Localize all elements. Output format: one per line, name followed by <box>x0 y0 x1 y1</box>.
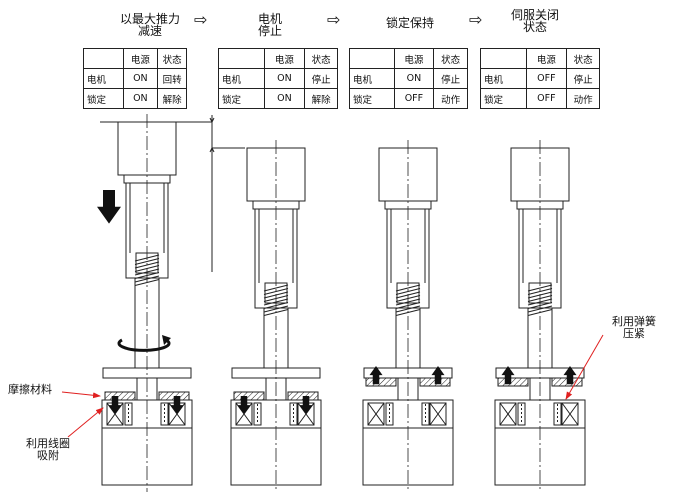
row-label-lock: 锁定 <box>83 88 124 109</box>
thread-line <box>134 279 160 286</box>
coil-x <box>561 402 579 426</box>
lock-state: 动作 <box>433 88 468 109</box>
table-header-power: 电源 <box>525 48 568 69</box>
stage-3-title: 锁定保持 <box>385 16 434 30</box>
row-label-lock: 锁定 <box>349 88 395 109</box>
motor-power: OFF <box>525 68 568 89</box>
row-label-motor: 电机 <box>349 68 395 89</box>
row-label-motor: 电机 <box>480 68 527 89</box>
spring-push-arrow-icon <box>563 366 577 385</box>
dimension-tick <box>209 146 215 153</box>
table-header-state: 状态 <box>304 48 338 69</box>
motor-state: 停止 <box>433 68 468 89</box>
lock-state: 解除 <box>157 88 187 109</box>
stage-2-title: 电机 停止 <box>257 12 282 38</box>
next-arrow-icon: ⇨ <box>194 10 208 29</box>
table-row: 电源状态 <box>218 48 338 69</box>
lock-power: OFF <box>393 88 435 109</box>
lock-power: OFF <box>525 88 568 109</box>
rotation-arrowhead-icon <box>162 335 171 345</box>
row-label-motor: 电机 <box>218 68 265 89</box>
thread-line <box>395 284 421 292</box>
thread-line <box>527 288 553 295</box>
stage-4-title: 伺服关闭 状态 <box>510 8 559 34</box>
dimension-tick <box>209 117 215 124</box>
thread-line <box>395 288 421 295</box>
thread-line <box>263 284 289 292</box>
table-row: 电源状态 <box>349 48 468 69</box>
friction-material <box>104 391 136 401</box>
motor-state: 停止 <box>304 68 338 89</box>
table-header-state: 状态 <box>433 48 468 69</box>
annotation-arrow-icon <box>67 407 104 438</box>
stage-1-title: 以最大推力 减速 <box>119 12 180 38</box>
motor-power: ON <box>122 68 159 89</box>
thread-line <box>263 288 289 295</box>
friction-material <box>365 377 397 387</box>
thread-line <box>134 258 160 265</box>
row-label-lock: 锁定 <box>480 88 527 109</box>
table-header-power: 电源 <box>393 48 435 69</box>
lock-state: 动作 <box>566 88 600 109</box>
coil-attraction-label: 利用线圈 吸附 <box>26 437 70 462</box>
table-row: 电源状态 <box>83 48 187 69</box>
table-cell <box>218 48 265 69</box>
thread-line <box>527 284 553 292</box>
coil-x <box>367 402 385 426</box>
annotation-arrow-icon <box>61 391 101 399</box>
table-cell <box>349 48 395 69</box>
table-row: 电源状态 <box>480 48 600 69</box>
motor-power: ON <box>393 68 435 89</box>
spring-push-arrow-icon <box>501 366 515 385</box>
table-cell <box>83 48 124 69</box>
coil-x <box>429 402 447 426</box>
next-arrow-icon: ⇨ <box>327 10 341 29</box>
next-arrow-icon: ⇨ <box>469 10 483 29</box>
coil-x <box>499 402 517 426</box>
thread-line <box>263 305 289 313</box>
friction-material <box>233 391 265 401</box>
coil-attraction-arrow-icon <box>237 396 251 415</box>
lock-power: ON <box>122 88 159 109</box>
spring-push-arrow-icon <box>431 366 445 385</box>
row-label-motor: 电机 <box>83 68 124 89</box>
table-header-power: 电源 <box>122 48 159 69</box>
row-label-lock: 锁定 <box>218 88 265 109</box>
move-down-arrow-icon <box>97 190 121 224</box>
table-cell <box>480 48 527 69</box>
lock-power: ON <box>263 88 306 109</box>
coil-attraction-arrow-icon <box>108 396 122 415</box>
lock-state: 解除 <box>304 88 338 109</box>
friction-material <box>497 377 529 387</box>
friction-material-label: 摩擦材料 <box>8 383 52 396</box>
thread-line <box>527 305 553 313</box>
motor-power: ON <box>263 68 306 89</box>
thread-line <box>395 305 421 313</box>
motor-state: 回转 <box>157 68 187 89</box>
spring-push-arrow-icon <box>369 366 383 385</box>
table-header-power: 电源 <box>263 48 306 69</box>
motor-state: 停止 <box>566 68 600 89</box>
annotation-arrow-icon <box>565 334 604 400</box>
table-header-state: 状态 <box>157 48 187 69</box>
table-header-state: 状态 <box>566 48 600 69</box>
coil-attraction-arrow-icon <box>170 396 184 415</box>
spring-press-label: 利用弹簧 压紧 <box>612 315 656 340</box>
coil-attraction-arrow-icon <box>299 396 313 415</box>
rotation-arrow-icon <box>117 338 171 352</box>
